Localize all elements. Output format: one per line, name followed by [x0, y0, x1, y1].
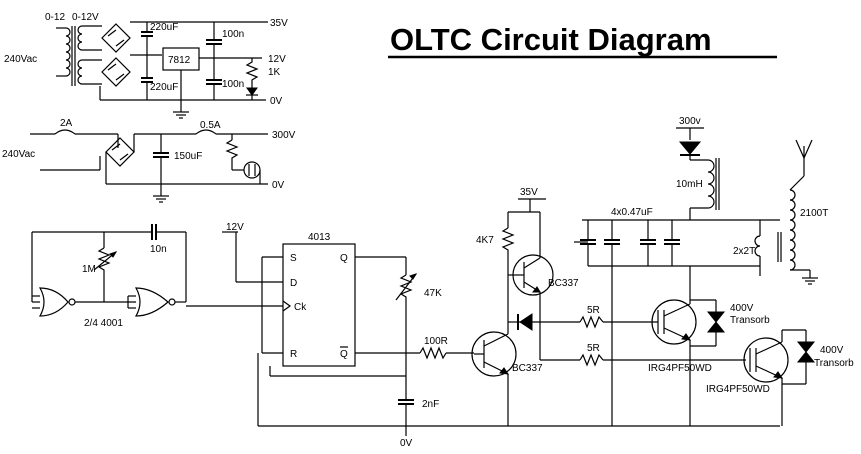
high-voltage-psu: 240Vac 2A 0.5A 300V 150uF 0V [2, 118, 296, 203]
cap-10n-label: 10n [150, 244, 167, 255]
gates-label: 2/4 4001 [84, 318, 123, 329]
fuse-2a [54, 129, 76, 135]
ic-4013-label: 4013 [308, 232, 331, 243]
resistor-1k-label: 1K [268, 67, 281, 78]
coil-secondary-2100t [789, 189, 796, 271]
transformer-secondary-left-label: 0-12 [45, 12, 65, 23]
pin-qbar-label: Q [340, 349, 348, 360]
pot-1m-label: 1M [82, 264, 96, 275]
bridge-rectifier-hv [105, 137, 135, 167]
igbt-2-label: IRG4PF50WD [706, 384, 770, 395]
bridge-rectifier-1 [101, 23, 131, 53]
nor-gate-2 [134, 287, 169, 317]
pot-47k [399, 274, 413, 376]
resistor-100r-label: 100R [424, 336, 448, 347]
igbt-1-label: IRG4PF50WD [648, 363, 712, 374]
coil-primary-2x2t [754, 235, 761, 257]
transorb-2-label: Transorb [814, 358, 854, 369]
resistor-5r-2-label: 5R [587, 343, 600, 354]
flipflop-supply-label: 12V [226, 222, 244, 233]
inductor-10mh-label: 10mH [676, 179, 703, 190]
driver-supply-label: 35V [520, 187, 538, 198]
driver-diode [519, 313, 533, 331]
oscillator-section: 10n 1M 2/4 4001 [31, 224, 283, 329]
ground-0v-label: 0V [400, 438, 413, 449]
transistor-bc337-bottom-label: BC337 [512, 363, 543, 374]
resistor-4k7-label: 4K7 [476, 235, 494, 246]
output-supply-label: 300v [679, 116, 701, 127]
transformer-secondary-coil-1 [77, 25, 83, 51]
cap-bank [580, 220, 680, 266]
transorb-1-rating: 400V [730, 303, 754, 314]
psu-low-ac-input-label: 240Vac [4, 54, 37, 65]
resistor-5r-1 [579, 315, 604, 329]
transorb-1 [706, 311, 726, 323]
nor-gate-1 [38, 287, 69, 317]
regulator-label: 7812 [168, 55, 191, 66]
transistor-bc337-top-label: BC337 [548, 278, 579, 289]
low-voltage-psu: 0-12 0-12V 240Vac 35V 220uF [4, 12, 288, 119]
clock-input-marker [282, 300, 292, 312]
fuse-2a-label: 2A [60, 118, 73, 129]
pot-47k-label: 47K [424, 288, 442, 299]
psu-low-12v-label: 12V [268, 54, 286, 65]
cap-2nf-label: 2nF [422, 399, 439, 410]
cap-220uf-bottom-label: 220uF [150, 82, 178, 93]
transorb-2-rating: 400V [820, 345, 844, 356]
bridge-rectifier-2 [101, 57, 131, 87]
cap-220uf-top-label: 220uF [150, 22, 178, 33]
transorb-1-label: Transorb [730, 315, 770, 326]
pin-ck-label: Ck [294, 302, 307, 313]
transformer-secondary-right-label: 0-12V [72, 12, 99, 23]
psu-high-0v-label: 0V [272, 180, 285, 191]
supply-diode [678, 141, 702, 155]
led-indicator [246, 87, 258, 96]
inductor-10mh [707, 159, 715, 209]
resistor-4k7 [501, 227, 515, 310]
pin-r-label: R [290, 349, 297, 360]
pin-d-label: D [290, 278, 297, 289]
neon-indicator [243, 161, 261, 179]
psu-low-0v-label: 0V [270, 96, 283, 107]
resistor-1k [245, 58, 259, 88]
transorb-2 [796, 341, 816, 353]
fuse-0-5a [195, 129, 217, 135]
antenna-icon [795, 139, 813, 160]
driver-section: 35V 4K7 BC337 BC337 5R [471, 187, 746, 426]
psu-low-35v-label: 35V [270, 18, 288, 29]
pot-1m [97, 247, 111, 285]
psu-high-ac-input-label: 240Vac [2, 149, 35, 160]
diagram-title: OLTC Circuit Diagram [390, 22, 712, 57]
flipflop-section: 12V 4013 S Q D Ck R Q 47K 100R [222, 222, 780, 449]
coil-primary-label: 2x2T [733, 246, 755, 257]
pin-q-label: Q [340, 253, 348, 264]
cap-bank-label: 4x0.47uF [611, 207, 653, 218]
cap-100n-top-label: 100n [222, 29, 244, 40]
pin-s-label: S [290, 253, 297, 264]
psu-high-300v-label: 300V [272, 130, 296, 141]
resistor-5r-1-label: 5R [587, 305, 600, 316]
coil-secondary-label: 2100T [800, 208, 828, 219]
resistor-100r [419, 346, 447, 360]
igbt-2 [743, 337, 789, 383]
transformer-primary-coil [65, 27, 71, 77]
transistor-bc337-bottom [471, 331, 517, 377]
fuse-0-5a-label: 0.5A [200, 120, 221, 131]
ic-4013 [282, 243, 356, 367]
cap-150uf-label: 150uF [174, 151, 202, 162]
transformer-secondary-coil-2 [77, 59, 83, 85]
bleeder-resistor [225, 139, 239, 164]
cap-100n-bottom-label: 100n [222, 79, 244, 90]
igbt-1 [651, 299, 697, 345]
output-section: 300v 10mH 4x0.47uF 2x2T [574, 116, 854, 426]
resistor-5r-2 [579, 353, 604, 367]
